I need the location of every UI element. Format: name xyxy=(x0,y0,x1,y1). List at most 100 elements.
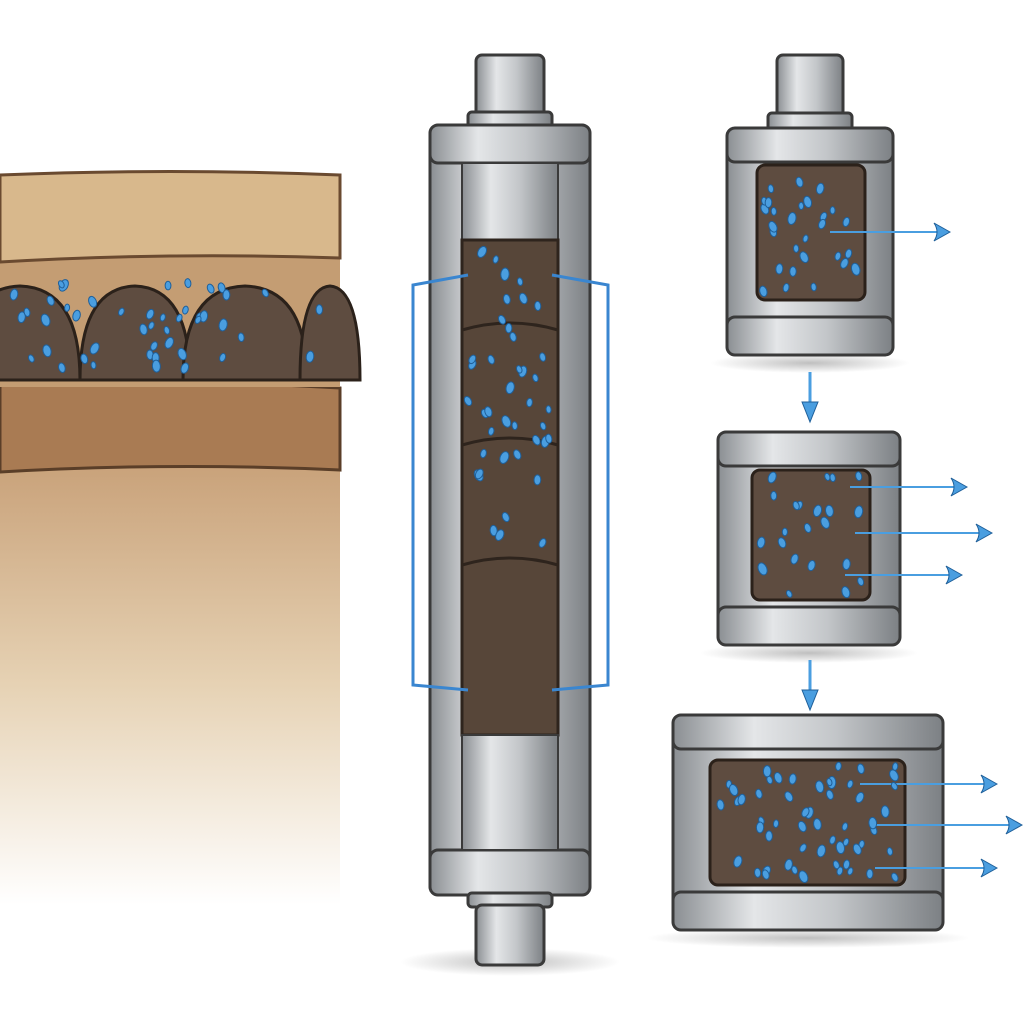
water-droplet-icon xyxy=(829,473,836,483)
water-droplet-icon xyxy=(545,433,553,444)
water-droplet-icon xyxy=(533,474,542,486)
cell-cap xyxy=(775,53,845,119)
top-cap xyxy=(474,53,546,119)
water-droplet-icon xyxy=(463,396,473,407)
soil-sample-cells xyxy=(646,53,1024,948)
water-droplet-icon xyxy=(17,311,26,324)
water-droplet-icon xyxy=(516,277,524,286)
water-droplet-icon xyxy=(855,471,863,482)
water-droplet-icon xyxy=(890,781,898,791)
water-droplet-icon xyxy=(305,350,315,363)
soil-profile xyxy=(0,170,362,905)
water-droplet-icon xyxy=(841,586,851,599)
water-droplet-icon xyxy=(785,589,793,598)
water-droplet-icon xyxy=(27,354,35,363)
cell-bottom-ring xyxy=(671,890,945,932)
water-droplet-icon xyxy=(57,280,65,289)
water-flow-arrow-icon xyxy=(1005,815,1024,835)
water-droplet-icon xyxy=(799,843,807,853)
water-droplet-icon xyxy=(237,332,245,343)
water-droplet-icon xyxy=(842,859,851,870)
water-droplet-icon xyxy=(498,314,507,325)
water-droplet-icon xyxy=(767,471,777,484)
arrow-head xyxy=(801,401,819,424)
water-droplet-icon xyxy=(759,285,768,298)
water-droplet-icon xyxy=(784,791,794,802)
water-droplet-icon xyxy=(844,248,853,259)
water-droplet-icon xyxy=(501,512,510,523)
water-flow-arrow-icon xyxy=(933,222,952,242)
water-droplet-icon xyxy=(790,553,799,565)
water-droplet-icon xyxy=(789,266,797,277)
water-droplet-icon xyxy=(9,288,19,301)
water-flow-arrow-icon xyxy=(950,477,969,497)
water-droplet-icon xyxy=(90,361,97,370)
water-droplet-icon xyxy=(261,288,269,298)
water-droplet-icon xyxy=(812,504,823,518)
water-droplet-icon xyxy=(199,310,209,323)
water-droplet-icon xyxy=(820,516,830,529)
water-droplet-icon xyxy=(855,791,865,804)
soil-core xyxy=(460,238,560,737)
water-droplet-icon xyxy=(729,783,739,797)
water-droplet-icon xyxy=(842,216,851,227)
water-droplet-icon xyxy=(733,855,743,868)
water-droplet-icon xyxy=(72,309,81,322)
cell-top-ring xyxy=(725,126,895,164)
water-droplet-icon xyxy=(850,262,861,276)
water-droplet-icon xyxy=(829,835,836,845)
water-droplet-icon xyxy=(206,283,215,294)
water-droplet-icon xyxy=(539,352,547,362)
water-droplet-icon xyxy=(835,761,842,771)
topsoil-sand-layer xyxy=(0,170,342,264)
water-droplet-icon xyxy=(813,818,822,831)
water-droplet-icon xyxy=(756,536,766,549)
water-droplet-icon xyxy=(487,354,495,365)
water-droplet-icon xyxy=(797,820,807,833)
water-droplet-icon xyxy=(770,206,777,216)
water-droplet-icon xyxy=(42,344,52,358)
water-droplet-icon xyxy=(798,201,805,211)
water-flow-frame xyxy=(411,273,610,692)
water-droplet-icon xyxy=(513,449,522,460)
water-droplet-icon xyxy=(782,283,790,293)
water-droplet-icon xyxy=(64,303,71,312)
water-droplet-icon xyxy=(868,816,878,830)
water-droplet-icon xyxy=(770,490,778,501)
water-droplet-icon xyxy=(792,500,800,511)
water-droplet-icon xyxy=(798,870,809,883)
water-droplet-icon xyxy=(222,289,231,301)
water-droplet-icon xyxy=(716,799,725,811)
water-droplet-icon xyxy=(163,326,171,335)
water-droplet-icon xyxy=(787,212,797,225)
water-droplet-icon xyxy=(180,362,190,374)
cell-soil-sample xyxy=(750,468,872,602)
water-droplet-icon xyxy=(799,251,809,264)
water-droplet-icon xyxy=(775,263,784,275)
water-droplet-icon xyxy=(825,789,834,800)
water-droplet-icon xyxy=(182,305,189,315)
water-droplet-icon xyxy=(164,280,172,291)
water-droplet-icon xyxy=(532,373,539,383)
water-droplet-icon xyxy=(854,505,864,519)
water-droplet-icon xyxy=(177,347,187,361)
water-droplet-icon xyxy=(474,468,484,480)
water-droplet-icon xyxy=(802,234,809,243)
water-droplet-icon xyxy=(757,562,768,576)
water-droplet-icon xyxy=(194,315,202,324)
water-droplet-icon xyxy=(545,405,552,414)
water-droplet-icon xyxy=(526,397,533,408)
water-flow-arrow-icon xyxy=(980,858,999,878)
water-droplet-icon xyxy=(768,220,778,233)
water-droplet-icon xyxy=(788,773,797,785)
process-down-arrow-icon xyxy=(801,660,819,712)
water-droplet-icon xyxy=(159,313,166,322)
water-droplet-icon xyxy=(761,869,770,880)
water-droplet-icon xyxy=(816,844,826,858)
soil-clod xyxy=(0,284,82,382)
sample-cell xyxy=(699,430,994,663)
water-droplet-icon xyxy=(825,504,834,518)
water-droplet-icon xyxy=(852,843,862,855)
core-segment-boundary xyxy=(461,321,559,332)
water-droplet-icon xyxy=(755,788,763,799)
